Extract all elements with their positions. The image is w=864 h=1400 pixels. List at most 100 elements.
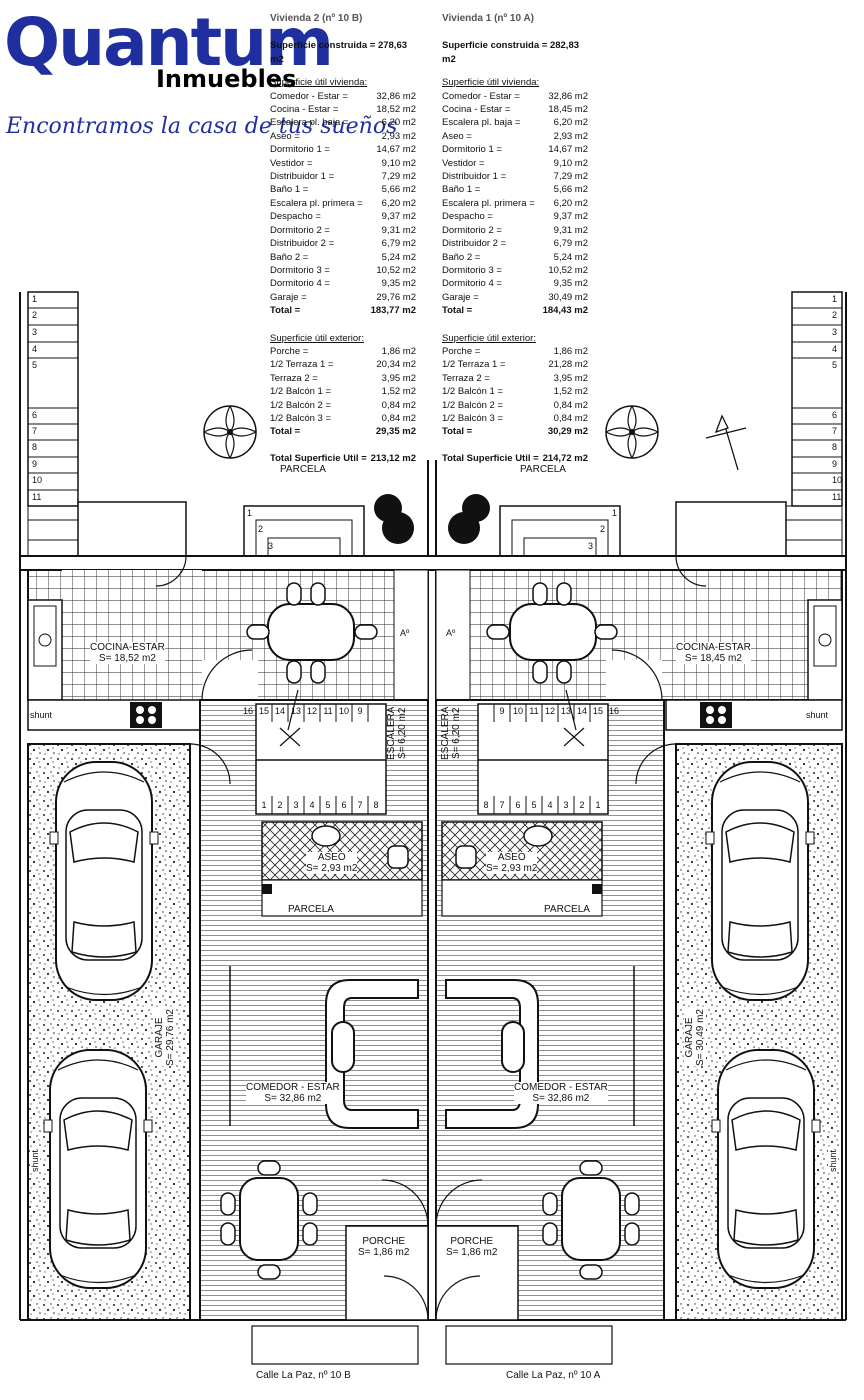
side-step-number: 2 [32, 310, 38, 320]
side-step-number: 7 [32, 426, 38, 436]
schedule-row-name: Distribuidor 2 = [442, 238, 507, 250]
schedule-row-value: 1,86 m2 [553, 345, 588, 357]
shunt-label-garage-left: shunt [30, 1149, 40, 1172]
side-step-number: 9 [32, 459, 38, 469]
schedule-row-name: Despacho = [270, 211, 321, 223]
schedule-row: Escalera pl. primera =6,20 m2 [442, 197, 588, 210]
schedule-row-value: 0,84 m2 [553, 412, 588, 424]
schedule-title: Vivienda 2 (nº 10 B) [270, 13, 363, 24]
stair-step-number: 11 [529, 706, 539, 716]
schedule-row: 1/2 Balcón 1 =1,52 m2 [442, 385, 588, 398]
schedule-row-value: 10,52 m2 [376, 264, 416, 276]
schedule-exterior-total: Total =30,29 m2 [442, 426, 588, 438]
stair-step-number: 8 [483, 800, 489, 810]
side-step-number: 1 [832, 294, 838, 304]
schedule-row-name: Vestidor = [270, 157, 313, 169]
stair-step-number: 14 [274, 706, 285, 716]
schedule-row-value: 9,37 m2 [553, 211, 588, 223]
side-step-number: 4 [32, 344, 38, 354]
schedule-row-name: Dormitorio 1 = [270, 144, 330, 156]
schedule-row-value: 6,79 m2 [553, 238, 588, 250]
schedule-row-value: 9,10 m2 [553, 157, 588, 169]
schedule-row: Garaje =30,49 m2 [442, 291, 588, 304]
parcela-label-left: PARCELA [280, 464, 326, 475]
side-step-number: 11 [32, 492, 42, 502]
schedule-exterior-header: Superficie útil exterior: [270, 332, 364, 344]
parcela-inner-right: PARCELA [544, 904, 590, 915]
schedule-row-value: 3,95 m2 [381, 372, 416, 384]
side-step-number: 9 [832, 459, 838, 469]
schedule-row-name: Escalera pl. primera = [270, 197, 363, 209]
schedule-row: Dormitorio 1 =14,67 m2 [442, 143, 588, 156]
stair-step-number: 2 [277, 800, 283, 810]
stair-step-number: 3 [563, 800, 569, 810]
schedule-row-name: Comedor - Estar = [270, 90, 348, 102]
schedule-row: Porche =1,86 m2 [442, 345, 588, 358]
schedule-row-value: 10,52 m2 [548, 264, 588, 276]
stair-step-number: 4 [309, 800, 315, 810]
schedule-row: Aseo =2,93 m2 [270, 130, 416, 143]
stair-step-number: 2 [579, 800, 585, 810]
stair-step-number: 13 [560, 706, 571, 716]
side-step-number: 10 [32, 475, 43, 485]
schedule-row-name: Distribuidor 1 = [270, 171, 335, 183]
schedule-row: Terraza 2 =3,95 m2 [442, 372, 588, 385]
schedule-row-value: 30,49 m2 [548, 291, 588, 303]
schedule-row-value: 18,45 m2 [548, 104, 588, 116]
schedule-row-name: Dormitorio 2 = [442, 224, 502, 236]
street-label-right: Calle La Paz, nº 10 A [506, 1370, 601, 1381]
stair-step-number: 15 [258, 706, 269, 716]
a-mark-right: Aº [446, 628, 456, 638]
schedule-row: Garaje =29,76 m2 [270, 291, 416, 304]
schedule-row: 1/2 Balcón 2 =0,84 m2 [442, 399, 588, 412]
area-schedule-left: Vivienda 2 (nº 10 B) Superficie construi… [270, 12, 416, 465]
schedule-interior-total: Total =183,77 m2 [270, 305, 416, 317]
schedule-row: 1/2 Balcón 2 =0,84 m2 [270, 399, 416, 412]
side-step-number: 11 [832, 492, 842, 502]
schedule-row-name: Terraza 2 = [270, 372, 318, 384]
side-step-number: 3 [832, 327, 838, 337]
schedule-row: Comedor - Estar =32,86 m2 [442, 90, 588, 103]
schedule-row-value: 20,34 m2 [376, 359, 416, 371]
side-step-number: 4 [832, 344, 838, 354]
schedule-row-name: Aseo = [270, 130, 300, 142]
schedule-row-value: 9,35 m2 [553, 278, 588, 290]
schedule-row-name: Baño 1 = [442, 184, 481, 196]
schedule-row-name: 1/2 Terraza 1 = [270, 359, 334, 371]
side-step-number: 6 [832, 410, 838, 420]
side-step-number: 7 [832, 426, 838, 436]
schedule-row-name: 1/2 Balcón 2 = [442, 399, 504, 411]
brand-logo: Quantum [4, 4, 334, 81]
stair-step-number: 16 [242, 706, 253, 716]
schedule-row-name: Baño 1 = [270, 184, 309, 196]
schedule-row: Aseo =2,93 m2 [442, 130, 588, 143]
schedule-row-value: 1,86 m2 [381, 345, 416, 357]
area-schedule-right: Vivienda 1 (nº 10 A) Superficie construi… [442, 12, 588, 465]
a-mark-left: Aº [400, 628, 410, 638]
schedule-row: Escalera pl. baja =6,20 m2 [442, 116, 588, 129]
schedule-row: Dormitorio 2 =9,31 m2 [442, 224, 588, 237]
schedule-built-area: Superficie construida = 282,83 m2 [442, 40, 580, 65]
schedule-row-value: 18,52 m2 [376, 104, 416, 116]
entry-step-left-2: 2 [258, 524, 264, 534]
schedule-row-value: 21,28 m2 [548, 359, 588, 371]
schedule-row: Baño 2 =5,24 m2 [442, 251, 588, 264]
schedule-row-value: 9,31 m2 [381, 224, 416, 236]
schedule-built-area: Superficie construida = 278,63 m2 [270, 40, 408, 65]
entry-step-right-1: 1 [612, 508, 618, 518]
schedule-title: Vivienda 1 (nº 10 A) [442, 13, 535, 24]
schedule-row-name: Baño 2 = [270, 251, 309, 263]
schedule-row-value: 1,52 m2 [381, 386, 416, 398]
stair-step-number: 7 [357, 800, 363, 810]
schedule-row-name: Garaje = [270, 291, 307, 303]
side-step-number: 8 [832, 442, 838, 452]
stair-step-number: 10 [512, 706, 523, 716]
stair-step-number: 11 [323, 706, 333, 716]
